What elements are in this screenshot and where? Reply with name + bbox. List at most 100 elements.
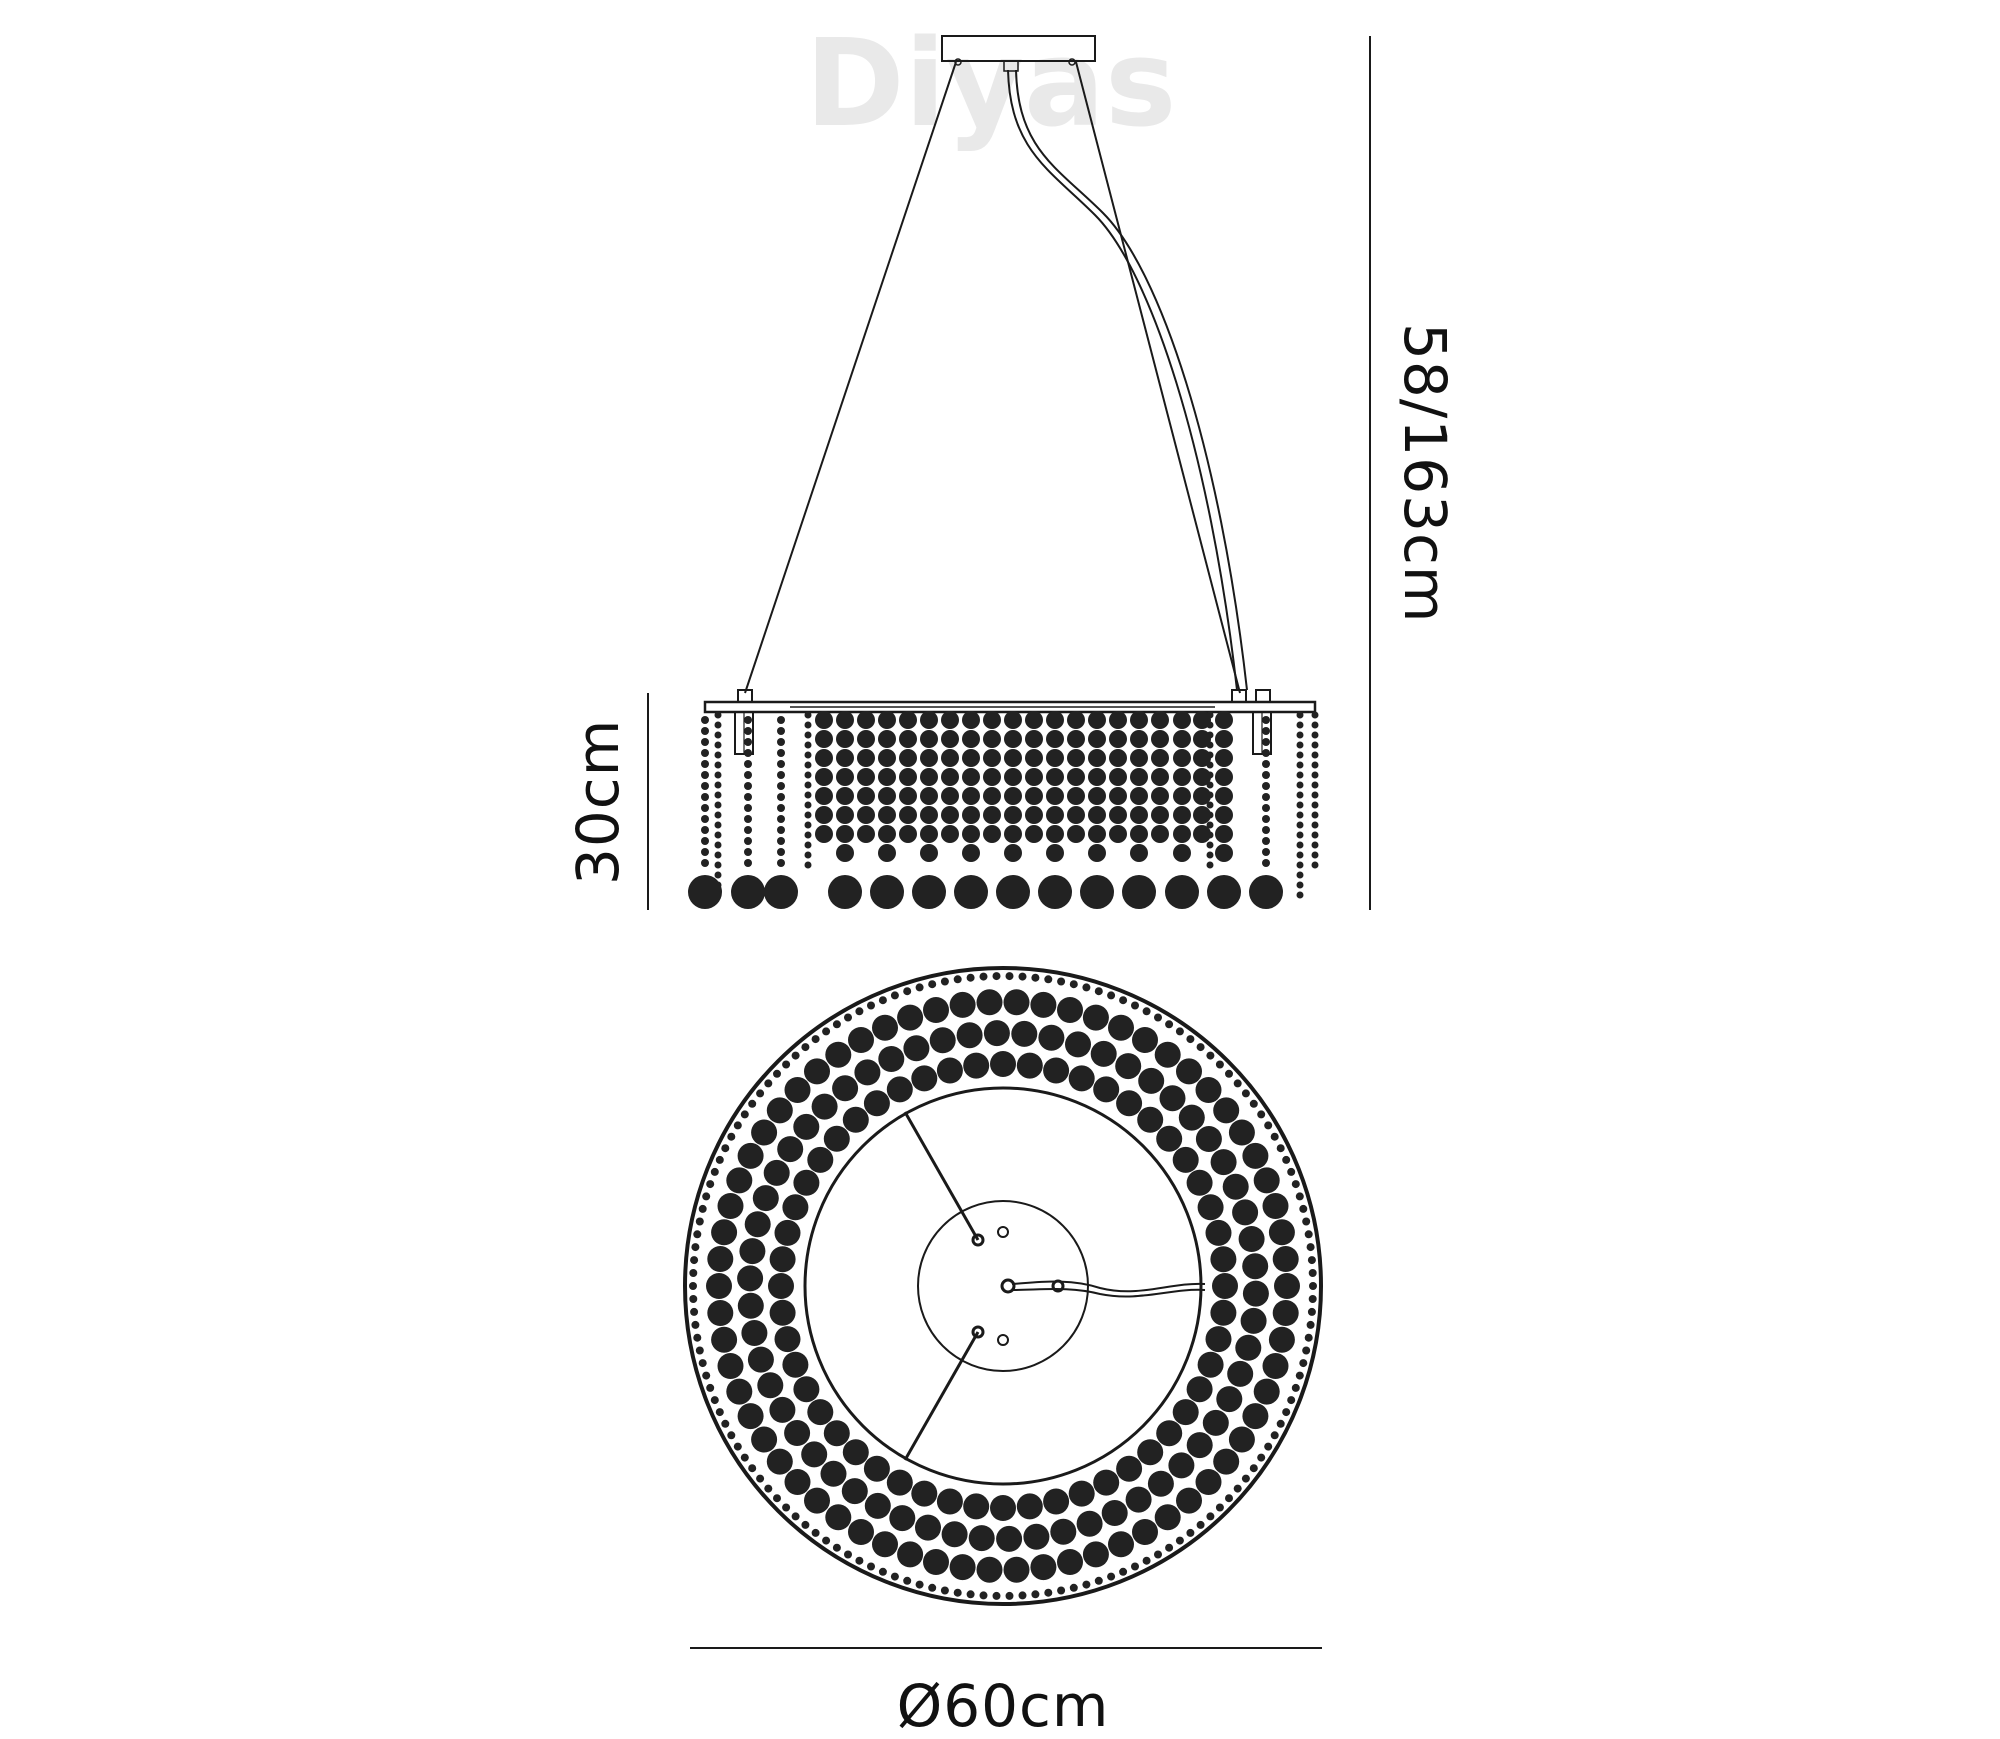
crystal-strand-short <box>1151 711 1169 843</box>
plan-crystal <box>963 1052 990 1079</box>
plan-crystal <box>886 1469 913 1496</box>
crystal-strand <box>731 716 765 909</box>
plan-crystal <box>763 1159 790 1186</box>
plan-crystal <box>801 1441 828 1468</box>
plan-crystal <box>1242 1280 1269 1307</box>
plan-crystal <box>878 1046 905 1072</box>
plan-crystal <box>1023 1523 1050 1550</box>
crystal-strand <box>870 711 904 909</box>
plan-crystal <box>744 1211 771 1238</box>
plan-crystal <box>1195 1126 1222 1152</box>
crystal-strand-thin <box>1311 711 1319 869</box>
plan-crystal <box>864 1492 891 1519</box>
plan-wire-lower <box>903 1331 980 1461</box>
suspension-wire-left <box>744 61 957 694</box>
plan-crystal <box>863 1455 890 1482</box>
crystal-strand-thin <box>1296 711 1304 899</box>
plan-crystal <box>711 1219 738 1246</box>
plan-crystal <box>769 1246 796 1273</box>
crystal-strand-thin <box>804 711 812 869</box>
plan-crystal <box>1137 1439 1164 1466</box>
crystal-strand-short <box>1025 711 1043 843</box>
plan-crystal <box>1222 1173 1249 1200</box>
plan-crystal <box>1205 1219 1232 1246</box>
plan-crystal <box>872 1531 898 1558</box>
crystal-strand-short <box>1193 711 1211 843</box>
plan-crystal <box>1186 1376 1213 1403</box>
plan-crystal <box>1068 1065 1095 1092</box>
plan-crystal <box>968 1525 995 1552</box>
plan-crystal <box>1195 1469 1222 1495</box>
plan-crystal <box>911 1480 938 1507</box>
plan-crystal <box>863 1090 890 1117</box>
plan-crystal <box>737 1403 764 1430</box>
crystal-strand-short <box>815 711 833 843</box>
plan-crystal <box>949 991 976 1018</box>
plan-crystal <box>841 1478 868 1505</box>
plan-crystal <box>825 1504 852 1531</box>
plan-crystal <box>1212 1273 1238 1299</box>
crystal-ball <box>731 875 765 909</box>
plan-crystal <box>1232 1199 1259 1226</box>
plan-crystal <box>889 1505 916 1532</box>
plan-crystal <box>726 1167 753 1194</box>
plan-crystal <box>820 1460 847 1487</box>
plan-crystal <box>1210 1299 1237 1326</box>
plan-crystal <box>1227 1360 1254 1387</box>
crystal-ball <box>1249 875 1283 909</box>
plan-crystal <box>1132 1519 1158 1545</box>
plan-crystal <box>1050 1518 1077 1545</box>
plan-crystal <box>804 1487 830 1514</box>
plan-crystal <box>956 1022 983 1049</box>
crystal-strand-short <box>857 711 875 843</box>
plan-crystal <box>1138 1067 1165 1094</box>
crystal-ball <box>1165 875 1199 909</box>
plan-crystal <box>1228 1426 1255 1453</box>
plan-crystal <box>741 1320 768 1346</box>
plan-crystal <box>784 1077 811 1103</box>
plan-crystal <box>1213 1097 1240 1124</box>
crystal-strand <box>1080 711 1114 909</box>
plan-crystal <box>1262 1193 1289 1219</box>
crystal-ball <box>996 875 1030 909</box>
plan-crystal <box>996 1525 1023 1552</box>
plan-crystal <box>976 989 1003 1016</box>
plan-crystal <box>1003 1556 1030 1583</box>
plan-crystal <box>1082 1004 1109 1031</box>
plan-crystal <box>1057 1549 1083 1575</box>
plan-crystal <box>1147 1470 1174 1497</box>
plan-crystal <box>769 1299 796 1326</box>
plan-crystal <box>848 1027 874 1053</box>
plan-crystal <box>1016 1052 1043 1079</box>
plan-crystal <box>1057 997 1083 1023</box>
crystal-ball <box>1122 875 1156 909</box>
crystal-strand-short <box>1109 711 1127 843</box>
plan-crystal <box>1228 1119 1255 1146</box>
plan-crystal <box>897 1004 924 1031</box>
plan-crystal <box>1172 1399 1199 1426</box>
plan-crystal <box>823 1420 850 1447</box>
plan-crystal <box>923 1549 949 1575</box>
plan-crystal <box>1210 1246 1237 1273</box>
plan-crystal <box>717 1193 744 1219</box>
plan-crystal <box>1238 1226 1265 1252</box>
plan-crystal <box>949 1554 976 1581</box>
plan-crystal <box>747 1346 774 1373</box>
crystal-strand <box>1122 711 1156 909</box>
plan-crystal <box>1202 1409 1229 1436</box>
plan-crystal <box>1172 1146 1199 1173</box>
plan-crystal <box>784 1420 811 1446</box>
plan-power-cable <box>1011 1280 1206 1293</box>
plan-crystal <box>1240 1307 1267 1334</box>
plan-crystal <box>766 1448 793 1475</box>
power-cable <box>1007 69 1238 691</box>
plan-crystal <box>1154 1041 1181 1068</box>
crystal-ball <box>828 875 862 909</box>
crystal-ball <box>954 875 988 909</box>
plan-view <box>683 966 1323 1606</box>
plan-crystal <box>751 1119 778 1146</box>
plan-crystal <box>1003 989 1030 1016</box>
plan-crystal <box>777 1136 804 1163</box>
plan-crystal <box>1272 1246 1299 1272</box>
